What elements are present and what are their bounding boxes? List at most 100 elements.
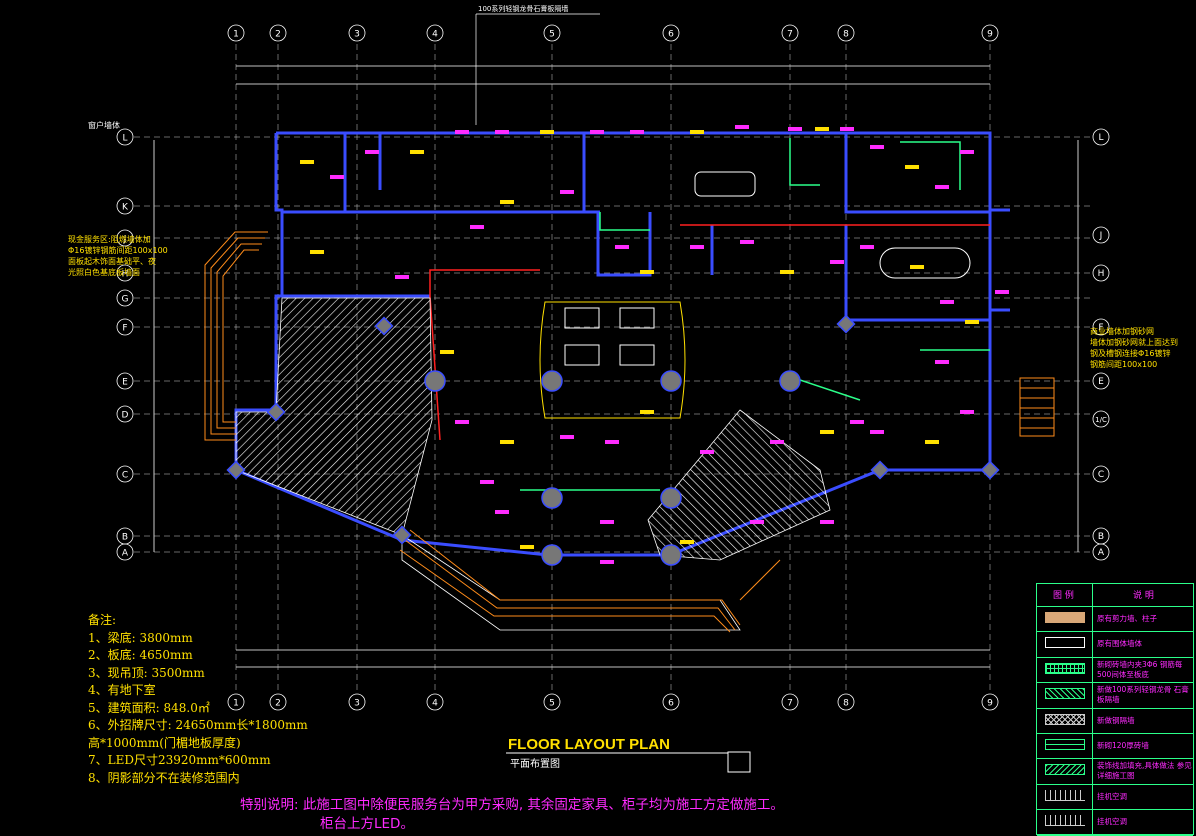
column-square: [980, 460, 1000, 480]
column-circle: [541, 487, 563, 509]
svg-text:F: F: [122, 324, 127, 334]
left-annotation-line: 现金服务区:阻燃墙体加: [68, 235, 151, 244]
column-bubble-9: 9: [981, 24, 999, 42]
legend-desc: 新做钢隔墙: [1097, 715, 1135, 725]
left-annotation-line: Φ16镀锌钢筋间距100x100: [68, 246, 168, 255]
equipment-tag: [455, 420, 469, 424]
equipment-tag: [870, 145, 884, 149]
svg-text:1: 1: [233, 30, 239, 40]
equipment-tag: [395, 275, 409, 279]
row-bubble-left-H: H: [116, 264, 134, 282]
service-counter: [539, 301, 686, 419]
equipment-tag: [365, 150, 379, 154]
equipment-tag: [495, 130, 509, 134]
equipment-tag: [770, 440, 784, 444]
legend-desc: 新砌砖墙内夹3Φ6 钢筋每500间体至板底: [1097, 659, 1183, 679]
right-annotation-line: 钢筋间距100x100: [1090, 360, 1158, 369]
equipment-tag: [850, 420, 864, 424]
equipment-tag: [605, 440, 619, 444]
svg-text:3: 3: [354, 699, 360, 709]
equipment-tag: [600, 520, 614, 524]
equipment-tag: [440, 350, 454, 354]
equipment-tag: [470, 225, 484, 229]
legend-row: 新做100系列轻钢龙骨 石膏板隔墙: [1037, 682, 1193, 709]
legend-desc: 挂机空调: [1097, 791, 1127, 801]
svg-text:4: 4: [432, 699, 438, 709]
equipment-tag: [910, 265, 924, 269]
note-item: 6、外招牌尺寸: 24650mm长*1800mm: [88, 718, 308, 732]
legend-swatch-cross-hatch: [1045, 713, 1085, 725]
column-circle: [660, 370, 682, 392]
svg-text:A: A: [1098, 548, 1105, 558]
column-bubble-7: 7: [781, 24, 799, 42]
notes-heading: 备注:: [88, 613, 117, 627]
row-bubble-right-A: A: [1092, 543, 1110, 561]
row-bubble-left-K: K: [116, 197, 134, 215]
svg-text:L: L: [1098, 133, 1103, 143]
svg-text:7: 7: [787, 699, 793, 709]
svg-text:1: 1: [233, 699, 239, 709]
row-bubble-right-H: H: [1092, 264, 1110, 282]
notes-block: 备注: 1、梁底: 3800mm 2、板底: 4650mm 3、现吊顶: 350…: [88, 612, 308, 787]
equipment-tag: [640, 270, 654, 274]
column-circle: [541, 544, 563, 566]
legend-desc: 挂机空调: [1097, 817, 1127, 827]
equipment-tag: [640, 410, 654, 414]
equipment-tag: [500, 440, 514, 444]
row-bubble-left-D: D: [116, 405, 134, 423]
equipment-tag: [940, 300, 954, 304]
equipment-tag: [925, 440, 939, 444]
column-square: [226, 460, 246, 480]
column-circle: [779, 370, 801, 392]
legend-header: 图 例 说 明: [1037, 584, 1193, 607]
column-bubble-4: 4: [426, 693, 444, 711]
dimension-lines: [153, 65, 1079, 668]
equipment-tag: [815, 127, 829, 131]
svg-text:B: B: [1098, 532, 1104, 542]
svg-text:J: J: [123, 235, 127, 245]
note-item: 2、板底: 4650mm: [88, 648, 193, 662]
partitions: [520, 138, 990, 491]
equipment-tag: [560, 435, 574, 439]
column-circle: [424, 370, 446, 392]
equipment-tag: [330, 175, 344, 179]
svg-text:H: H: [122, 270, 129, 280]
svg-text:5: 5: [549, 30, 555, 40]
column-bubble-8: 8: [837, 24, 855, 42]
svg-text:B: B: [122, 533, 128, 543]
equipment-tag: [680, 540, 694, 544]
row-bubble-right-E: E: [1092, 372, 1110, 390]
equipment-tags: [300, 125, 1009, 564]
svg-text:A: A: [122, 549, 129, 559]
row-bubble-left-F: F: [116, 318, 134, 336]
column-circle: [541, 370, 563, 392]
top-callout-text: 100系列轻钢龙骨石膏板隔墙: [478, 4, 568, 13]
column-square: [392, 525, 412, 545]
column-bubble-1: 1: [227, 24, 245, 42]
entrance-steps: [399, 529, 781, 633]
equipment-tag: [500, 200, 514, 204]
note-item: 高*1000mm(门楣地板厚度): [88, 735, 241, 750]
svg-text:G: G: [122, 295, 129, 305]
equipment-tag: [740, 240, 754, 244]
stair-right: [1019, 377, 1055, 437]
row-bubble-right-B: B: [1092, 527, 1110, 545]
column-square: [836, 314, 856, 334]
equipment-tag: [870, 430, 884, 434]
legend-row: 新砌120厚砖墙: [1037, 733, 1193, 760]
legend-swatch-green-hatch: [1045, 688, 1085, 700]
note-item: 8、阴影部分不在装修范围内: [88, 770, 240, 785]
column-bubble-3: 3: [348, 693, 366, 711]
row-bubble-right-C: C: [1092, 465, 1110, 483]
equipment-tag: [630, 130, 644, 134]
column-bubble-3: 3: [348, 24, 366, 42]
note-item: 7、LED尺寸23920mm*600mm: [88, 753, 271, 767]
left-annotation-line: 面板起木饰面基础平、夜: [68, 257, 156, 266]
svg-text:C: C: [122, 471, 128, 481]
red-lines: [429, 224, 990, 441]
equipment-tag: [960, 410, 974, 414]
plan-subtitle: 平面布置图: [510, 758, 560, 770]
row-bubble-left-E: E: [116, 372, 134, 390]
equipment-tag: [935, 185, 949, 189]
equipment-tag: [455, 130, 469, 134]
